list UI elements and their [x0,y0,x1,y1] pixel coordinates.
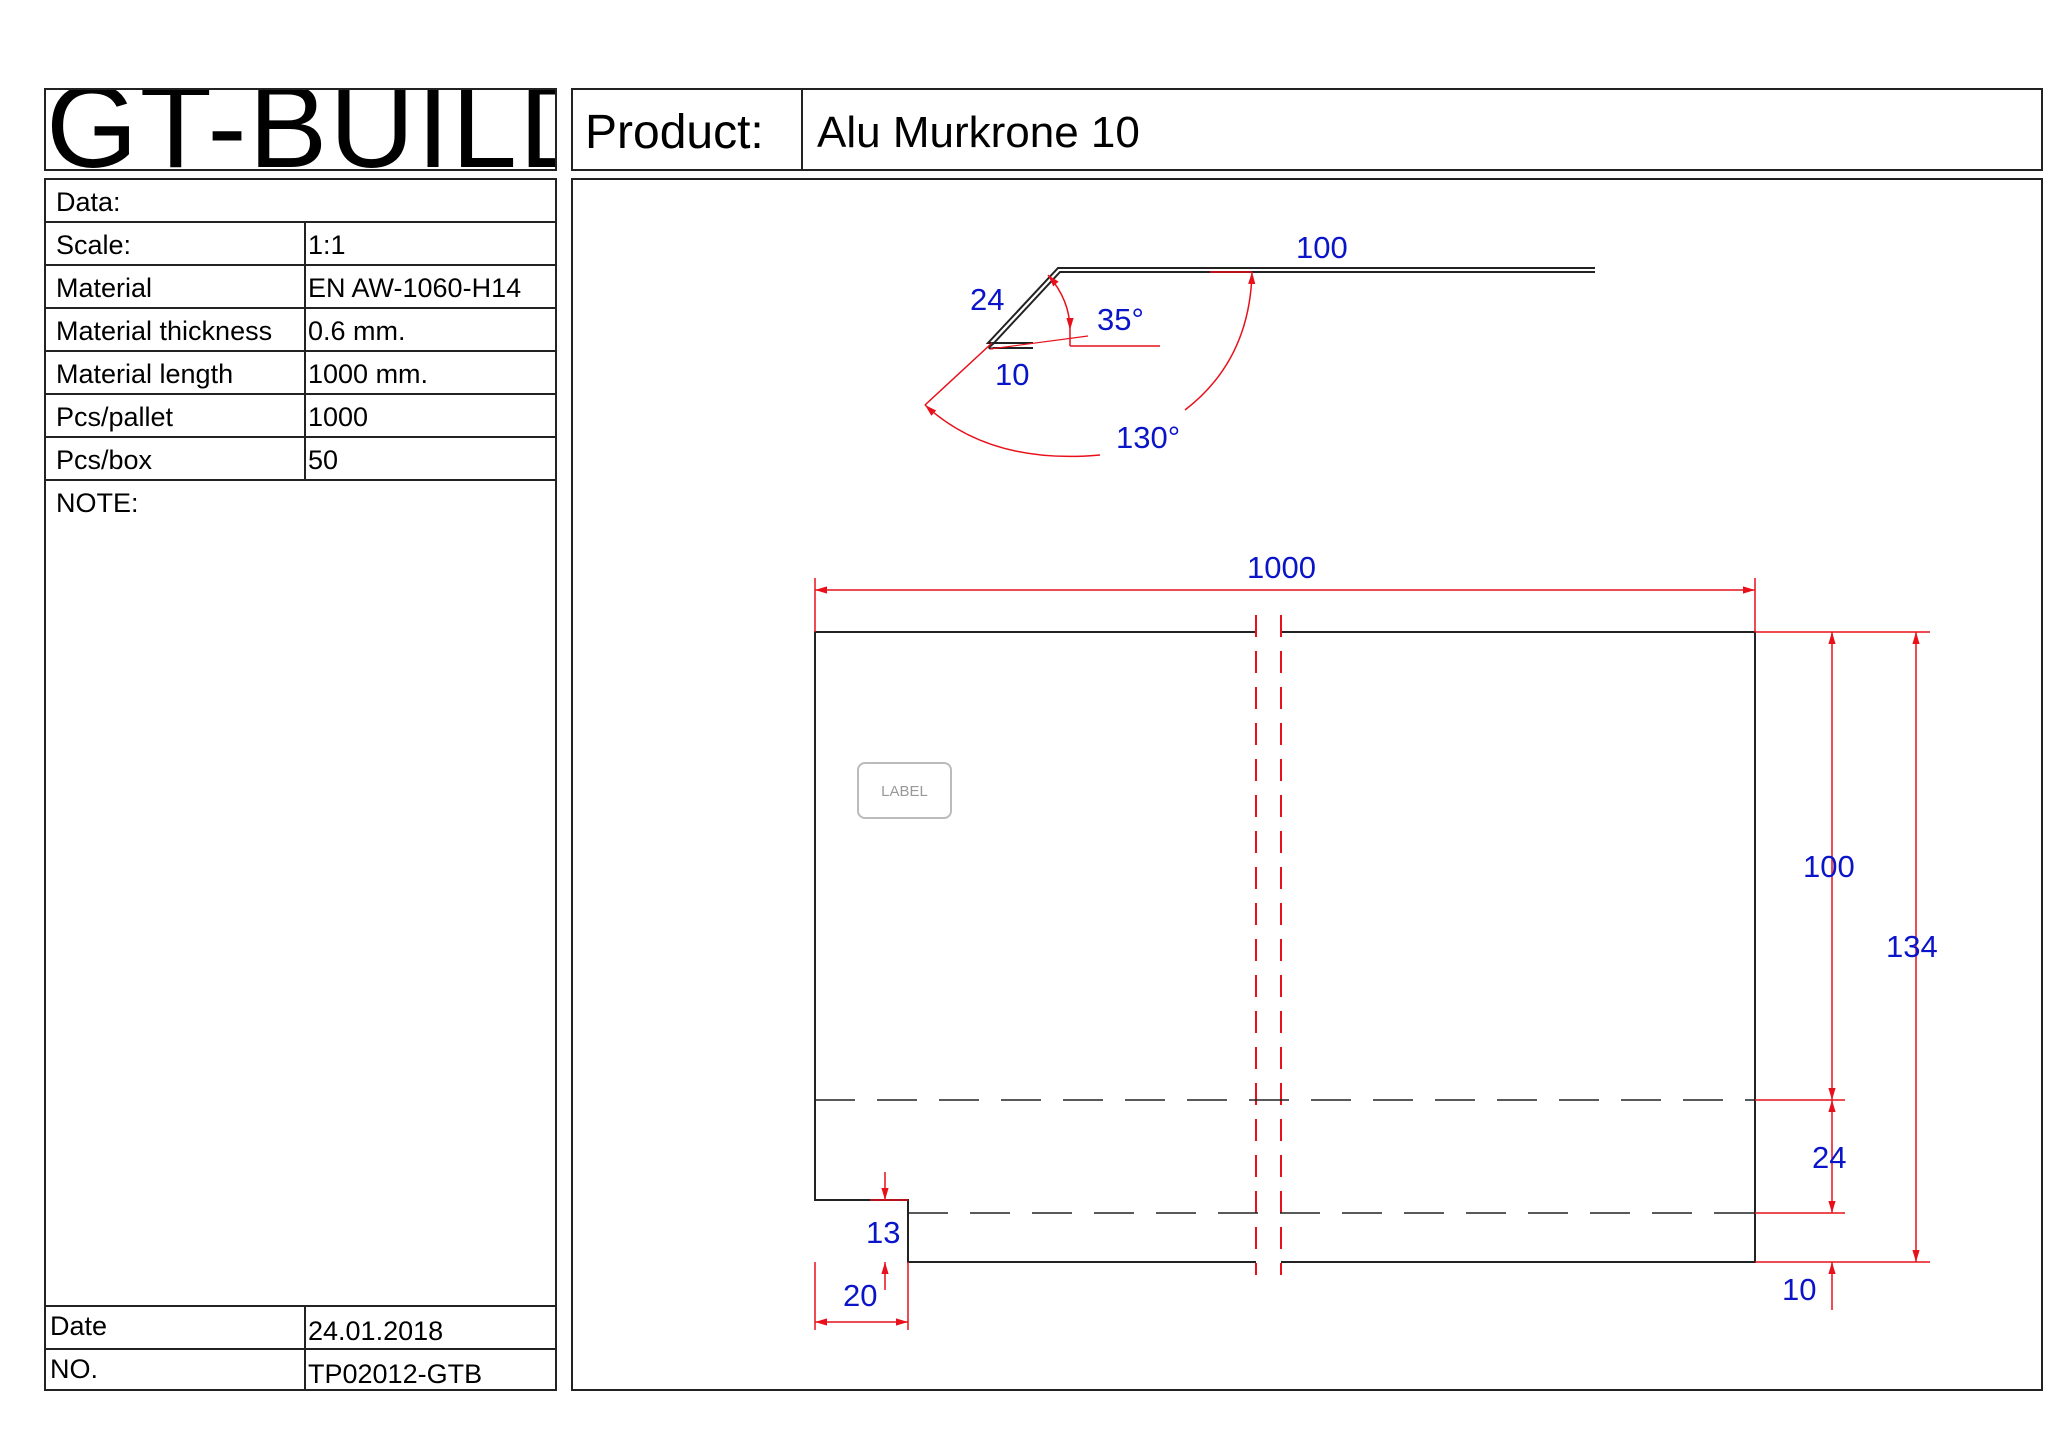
spec-value: TP02012-GTB [308,1359,483,1389]
angle-label-small: 35° [1097,302,1144,337]
product-header: Product: Alu Murkrone 10 [571,88,2043,171]
spec-row-pallet: Pcs/pallet 1000 [46,395,555,438]
angle-arc-130 [1184,271,1256,411]
spec-value: 50 [308,445,339,475]
spec-key: Date [50,1311,108,1341]
flat-view: 1000 100 134 24 10 13 20 [814,550,1938,1330]
spec-key: Pcs/box [56,445,153,475]
spec-key: NO. [50,1354,99,1384]
spec-note-area: NOTE: [46,481,555,1307]
angle-arc-35 [1047,274,1074,331]
drawing-area [571,178,2043,1391]
dim-flat-fold-2: 10 [1782,1272,1816,1307]
spec-note-label: NOTE: [56,488,139,518]
spec-data-row: Data: [46,180,555,223]
dim-flat-width: 1000 [1247,550,1316,585]
angle-arc-130-lower [924,404,1101,458]
spec-table: Data: Scale: 1:1 Material EN AW-1060-H14… [44,178,557,1391]
brand-logo: GT-BUILD [44,88,557,171]
header-divider [801,90,803,169]
dim-flat-height-total: 134 [1886,929,1938,964]
spec-value: 24.01.2018 [308,1316,444,1346]
spec-key: Material [56,273,153,303]
spec-key: Scale: [56,230,132,260]
angle-leader [924,342,993,406]
dim-profile-hem: 10 [995,357,1029,392]
dim-notch-width: 20 [843,1278,877,1313]
product-name: Alu Murkrone 10 [817,108,1140,157]
spec-data-label: Data: [56,187,121,217]
dim-notch-height: 13 [866,1215,900,1250]
dim-profile-slope: 24 [970,282,1004,317]
spec-row-length: Material length 1000 mm. [46,352,555,395]
profile-view: 100 24 10 35° 130° [924,230,1595,458]
spec-row-date: Date 24.01.2018 [46,1307,555,1350]
spec-value: 1000 mm. [308,359,429,389]
flat-outline-left [814,631,1256,1263]
spec-value: 1000 [308,402,369,432]
spec-row-box: Pcs/box 50 [46,438,555,481]
product-label: Product: [585,106,764,159]
dim-profile-top: 100 [1296,230,1348,265]
brand-name: GT-BUILD [46,88,557,171]
spec-key: Material thickness [56,316,273,346]
spec-key: Pcs/pallet [56,402,174,432]
spec-value: EN AW-1060-H14 [308,273,522,303]
spec-row-thickness: Material thickness 0.6 mm. [46,309,555,352]
label-tag: LABEL [857,762,952,819]
angle-label-large: 130° [1116,420,1180,455]
profile-outline [985,267,1595,344]
dim-flat-height-main: 100 [1803,849,1855,884]
hem-leader [989,335,1089,350]
spec-row-scale: Scale: 1:1 [46,223,555,266]
spec-key: Material length [56,359,234,389]
spec-value: 1:1 [308,230,346,260]
flat-outline-right [1281,631,1756,1263]
spec-value: 0.6 mm. [308,316,406,346]
spec-row-number: NO. TP02012-GTB [46,1350,555,1391]
dim-flat-fold-1: 24 [1812,1140,1846,1175]
spec-row-material: Material EN AW-1060-H14 [46,266,555,309]
